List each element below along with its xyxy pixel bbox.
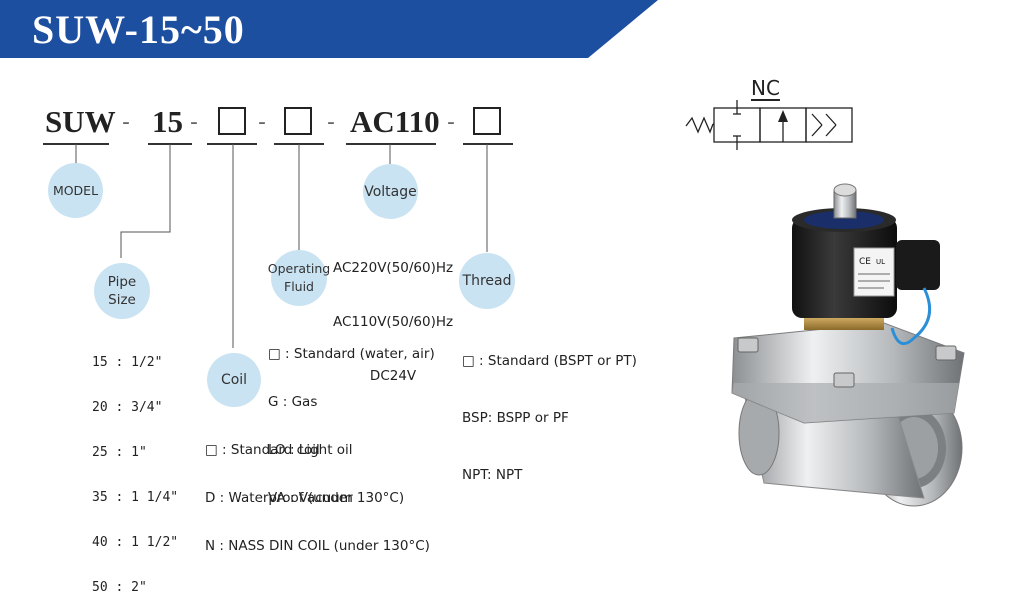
coil-option: D : Waterproof (under 130°C) [205, 490, 405, 506]
bubble-model: MODEL [48, 163, 103, 218]
fluid-option: VA : Vacuum [268, 490, 353, 506]
ul-mark: UL [876, 258, 885, 266]
valve-symbol [685, 100, 853, 150]
voltage-option: AC110V(50/60)Hz [333, 314, 454, 330]
fluid-option: G : Gas [268, 394, 318, 410]
thread-underline [463, 143, 513, 145]
code-size: 15 [152, 104, 183, 139]
voltage-options: AC220V(50/60)Hz AC110V(50/60)Hz DC24V [333, 223, 453, 403]
bubble-voltage: Voltage [363, 164, 418, 219]
ce-mark: CE [859, 257, 871, 267]
pipe-size-item: 15 : 1/2" [92, 355, 163, 370]
coil-option: N : NASS DIN COIL (under 130°C) [205, 538, 430, 554]
solenoid-valve-photo: CE UL [731, 183, 965, 507]
code-model: SUW [45, 104, 116, 139]
fluid-option: □ : Standard (water, air) [268, 346, 435, 362]
code-fluid-box [284, 107, 312, 135]
pipe-size-item: 40 : 1 1/2" [92, 535, 179, 550]
code-thread-box [473, 107, 501, 135]
voltage-underline [346, 143, 436, 145]
thread-option: NPT: NPT [462, 467, 523, 483]
bubble-model-label: MODEL [52, 183, 99, 198]
nc-label: NC [751, 76, 780, 100]
bubble-pipe-size: Pipe Size [94, 263, 150, 319]
code-dash: - [258, 110, 266, 135]
bubble-thread: Thread [459, 253, 515, 309]
code-dash: - [190, 110, 198, 135]
code-dash: - [122, 110, 130, 135]
code-dash: - [447, 110, 455, 135]
fluid-option: LO : Light oil [268, 442, 353, 458]
bubble-thread-label: Thread [462, 273, 512, 289]
coil-underline [207, 143, 257, 145]
bubble-voltage-label: Voltage [364, 183, 417, 200]
pipe-size-item: 20 : 3/4" [92, 400, 163, 415]
pipe-size-item: 25 : 1" [92, 445, 147, 460]
bubble-coil: Coil [207, 353, 261, 407]
thread-option: BSP: BSPP or PF [462, 410, 569, 426]
thread-options: □ : Standard (BSPT or PT) BSP: BSPP or P… [462, 314, 637, 504]
bubble-fluid-label: Operating [267, 261, 331, 276]
pipe-size-item: 50 : 2" [92, 580, 147, 595]
fluid-options: □ : Standard (water, air) G : Gas LO : L… [268, 314, 435, 522]
spring-icon [685, 116, 714, 134]
bubble-fluid-label: Fluid [284, 279, 314, 294]
voltage-option: AC220V(50/60)Hz [333, 260, 454, 276]
code-coil-box [218, 107, 246, 135]
flow-arrow-icon [778, 110, 788, 122]
coil-option: □ : Standard coil [205, 442, 320, 458]
pipe-size-list: 15 : 1/2" 20 : 3/4" 25 : 1" 35 : 1 1/4" … [92, 325, 178, 610]
thread-option: □ : Standard (BSPT or PT) [462, 353, 637, 369]
bubble-coil-label: Coil [220, 372, 248, 388]
page-title: SUW-15~50 [32, 7, 245, 52]
code-voltage: AC110 [350, 104, 440, 139]
voltage-option: DC24V [369, 368, 417, 384]
connector-lines [75, 144, 488, 348]
bubble-pipe-size-label: Size [108, 292, 136, 308]
code-dash: - [327, 110, 335, 135]
pipe-size-item: 35 : 1 1/4" [92, 490, 179, 505]
title-banner [0, 0, 658, 58]
bubble-pipe-size-label: Pipe [107, 274, 137, 290]
bubble-operating-fluid: Operating Fluid [268, 250, 330, 306]
